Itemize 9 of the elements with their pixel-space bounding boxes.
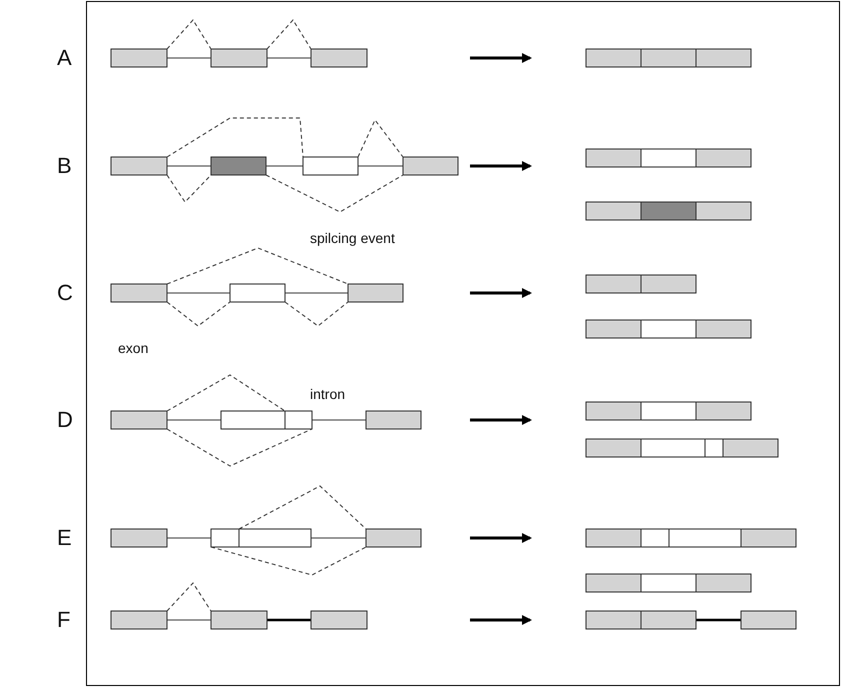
annotation-text: intron — [310, 387, 346, 401]
row-label: C — [57, 282, 73, 304]
row-label: E — [57, 527, 72, 549]
row-label: B — [57, 155, 72, 177]
annotation-text: exon — [118, 341, 148, 355]
row-label: F — [57, 609, 70, 631]
row-label: A — [57, 47, 72, 69]
annotation-text: spilcing event — [310, 231, 395, 245]
row-label: D — [57, 409, 73, 431]
